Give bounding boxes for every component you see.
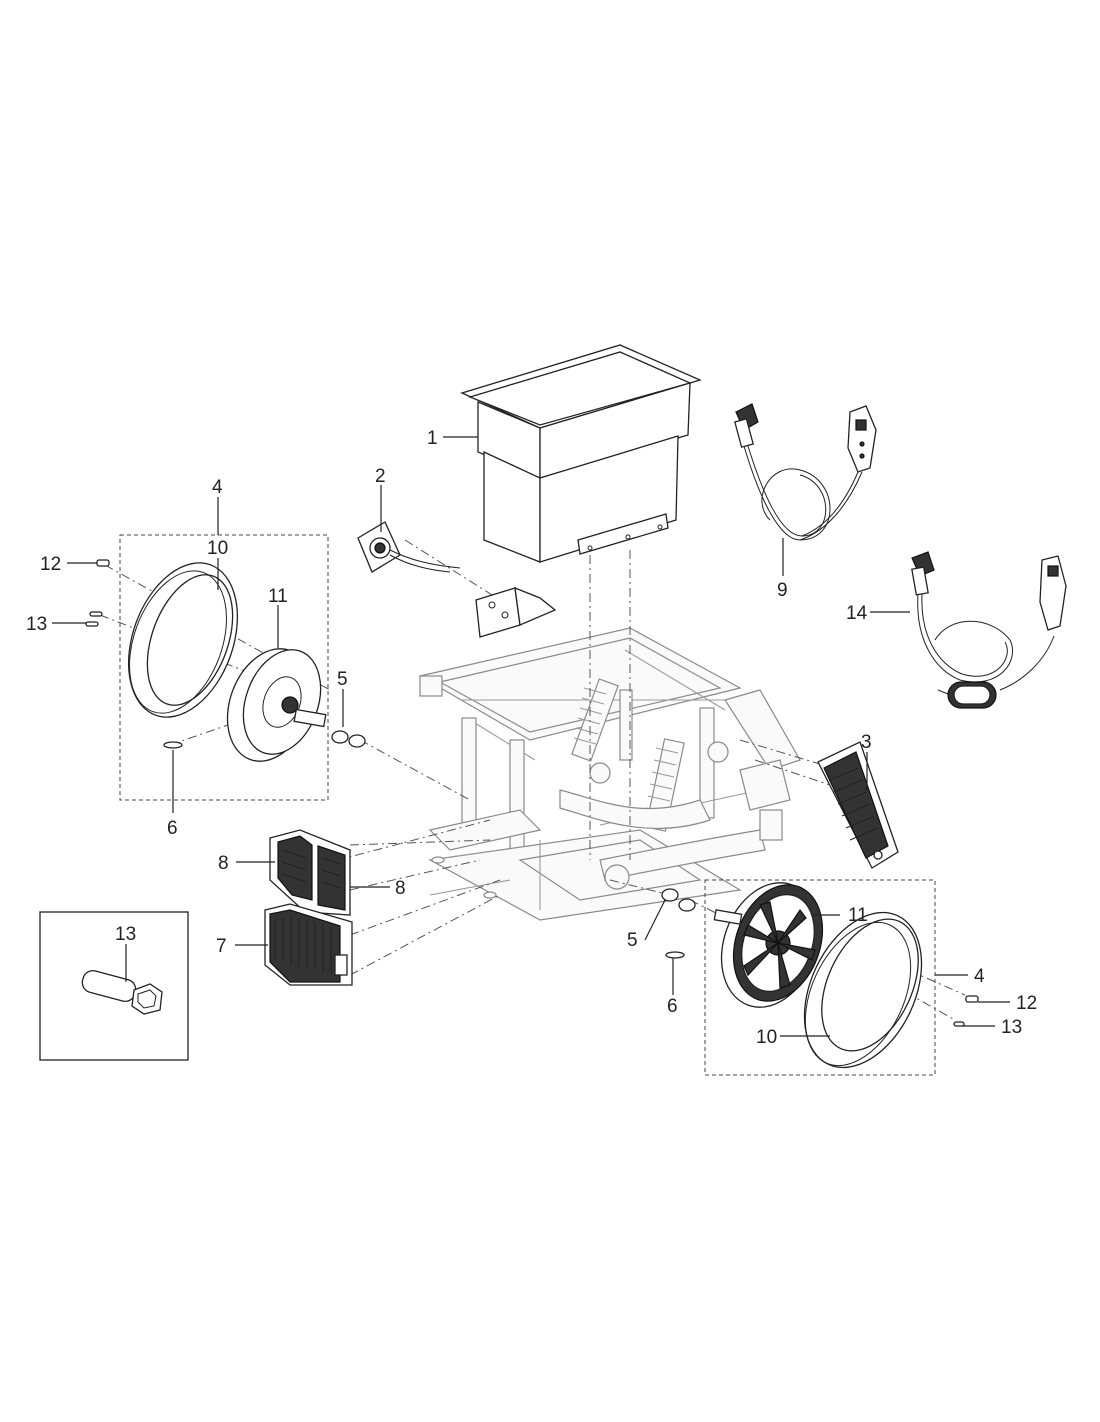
callout-9: 9: [777, 580, 788, 601]
left-hub-motor-11: [226, 648, 327, 762]
right-rim-10: [803, 911, 923, 1069]
left-small-parts: [85, 559, 366, 749]
callout-11-right: 11: [848, 905, 868, 926]
callout-4-right: 4: [974, 966, 985, 987]
callout-5-right: 5: [627, 930, 638, 951]
callout-10-right: 10: [756, 1027, 777, 1048]
battery-box: [460, 344, 702, 563]
left-wheel-group-box: [119, 534, 329, 801]
callout-13-inset: 13: [115, 924, 136, 945]
charging-socket: [357, 521, 557, 638]
chassis-frame: [418, 627, 801, 921]
callout-11-left: 11: [268, 586, 288, 607]
right-small-parts: [661, 888, 979, 1027]
callout-labels: 1 2 3 4 10 12 13 11 5 6 8 8 7 13 9 14 11…: [26, 428, 1037, 1048]
right-wheel-group-box: [704, 879, 936, 1076]
callout-12-right: 12: [1016, 993, 1037, 1014]
callout-3: 3: [861, 732, 872, 753]
callout-4-left: 4: [212, 477, 223, 498]
callout-2: 2: [375, 466, 386, 487]
right-hub-motor-11: [713, 882, 824, 1008]
callout-13-left: 13: [26, 614, 47, 635]
callout-6-right: 6: [667, 996, 678, 1017]
callout-13-right: 13: [1001, 1017, 1022, 1038]
motor-controller-3: [817, 741, 899, 869]
callout-7: 7: [216, 936, 227, 957]
callout-5-left: 5: [337, 669, 348, 690]
heatsink-box-7: [264, 903, 353, 986]
controller-modules-8: [269, 829, 351, 916]
callout-14: 14: [846, 603, 868, 624]
callout-1: 1: [427, 428, 438, 449]
callout-8-left: 8: [218, 853, 229, 874]
leader-lines: [52, 436, 1010, 1037]
bolt-13-detail: [81, 969, 163, 1015]
charging-cable-14: [911, 551, 1067, 709]
callout-12-left: 12: [40, 554, 61, 575]
callout-8-right: 8: [395, 878, 406, 899]
left-rim-10: [127, 562, 239, 718]
callout-10-left: 10: [207, 538, 228, 559]
charging-cable-9: [734, 403, 877, 541]
callout-6-left: 6: [167, 818, 178, 839]
shock-absorber-left: [571, 678, 619, 762]
